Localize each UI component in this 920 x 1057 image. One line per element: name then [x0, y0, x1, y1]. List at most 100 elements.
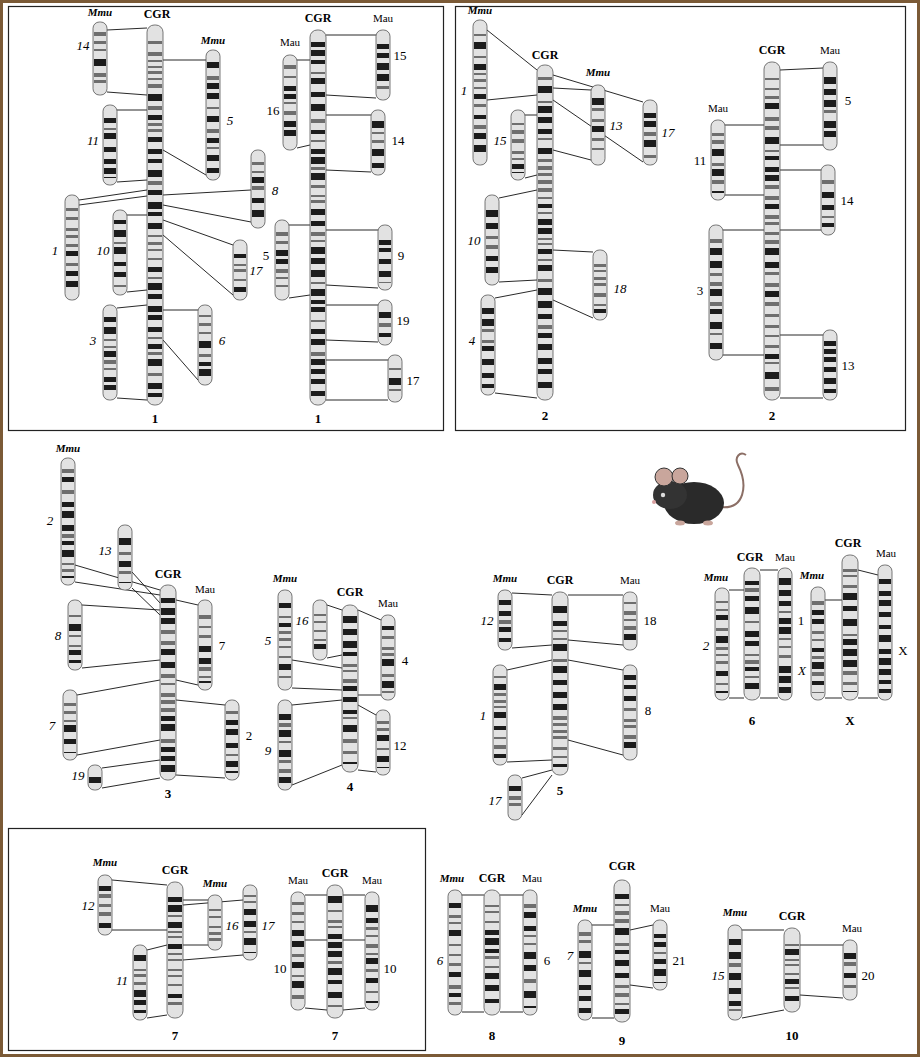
mouse-tail	[720, 454, 746, 508]
chromosome-band	[745, 654, 759, 656]
chromosome-body	[715, 588, 729, 700]
chromosome-body	[98, 875, 112, 935]
chromosome-band	[765, 387, 779, 391]
chromosome-band	[311, 173, 325, 180]
chromosome-band	[765, 291, 779, 297]
chromosome-band	[745, 667, 759, 671]
chromosome-band	[119, 561, 131, 567]
chromosome-band	[168, 953, 182, 955]
chromosome-band	[579, 985, 591, 990]
chromosome-band	[716, 683, 728, 685]
chromosome-body	[484, 890, 500, 1015]
homology-line	[358, 695, 381, 696]
species-label: Mmu	[273, 573, 297, 584]
chromosome-band	[279, 623, 291, 627]
chromosome-band	[785, 973, 799, 975]
chromosome-band	[209, 916, 221, 918]
chromosome-band	[94, 41, 106, 44]
chromosome-band	[644, 155, 656, 158]
chromosome-band	[168, 936, 182, 938]
chromosome-band	[745, 596, 759, 601]
chromosome-body	[388, 355, 402, 402]
chromosome-band	[843, 691, 857, 692]
chromosome-band	[624, 719, 636, 722]
chromosome-band	[494, 693, 506, 696]
chromosome-band	[843, 575, 857, 577]
chromosome-band	[765, 283, 779, 287]
chromosome-band	[311, 167, 325, 170]
chromosome-band	[524, 935, 536, 937]
chromosome-band	[538, 166, 552, 170]
chromosome-band	[148, 129, 162, 132]
chromosome-band	[99, 923, 111, 928]
chromosome-band	[615, 973, 629, 978]
chromosome-band	[812, 601, 824, 605]
homology-line	[112, 880, 167, 885]
chromosome-band	[99, 912, 111, 916]
chromosome-band	[311, 221, 325, 226]
chromosome	[878, 565, 892, 700]
chromosome-band	[509, 786, 521, 791]
chromosome-band	[844, 985, 856, 988]
panel-frame	[456, 7, 906, 431]
homology-line	[568, 740, 623, 755]
chromosome-band	[615, 894, 629, 899]
homology-line	[553, 88, 591, 90]
chromosome-band	[624, 742, 636, 748]
chromosome-band	[199, 626, 211, 628]
chromosome-band	[104, 128, 116, 130]
chromosome-band	[822, 216, 834, 218]
chromosome-band	[199, 615, 211, 619]
chromosome-band	[716, 691, 728, 693]
chromosome-body	[167, 882, 183, 1018]
homology-line	[77, 740, 160, 755]
chromosome-band	[66, 228, 78, 231]
chromosome-band	[729, 973, 741, 980]
chromosome-band	[594, 283, 606, 286]
chromosome-band	[66, 208, 78, 211]
chromosome-band	[284, 111, 296, 115]
chromosome-band	[64, 720, 76, 722]
chromosome-band	[524, 926, 536, 931]
homology-line	[292, 660, 342, 668]
chromosome-band	[824, 389, 836, 393]
chromosome-band	[474, 125, 486, 129]
homology-line	[163, 205, 251, 222]
chromosome-number: 17	[662, 126, 675, 139]
chromosome-band	[311, 300, 325, 304]
chromosome-band	[879, 600, 891, 606]
chromosome-band	[843, 634, 857, 636]
chromosome-number: 7	[567, 949, 574, 962]
chromosome-band	[716, 661, 728, 664]
homology-line	[858, 698, 878, 699]
chromosome-band	[148, 315, 162, 320]
chromosome-band	[765, 196, 779, 200]
chromosome-band	[199, 323, 211, 326]
chromosome-band	[148, 149, 162, 154]
chromosome-band	[512, 172, 524, 173]
chromosome-band	[494, 712, 506, 718]
chromosome-band	[311, 352, 325, 356]
chromosome-band	[538, 301, 552, 308]
chromosome-band	[812, 692, 824, 693]
chromosome-band	[276, 277, 288, 279]
homology-line	[525, 175, 537, 178]
chromosome-band	[279, 723, 291, 727]
chromosome-band	[524, 912, 536, 918]
chromosome-band	[62, 511, 74, 518]
chromosome-band	[765, 117, 779, 121]
chromosome-band	[449, 985, 461, 989]
chromosome-number: 1	[461, 84, 468, 97]
chromosome-band	[104, 133, 116, 139]
chromosome-band	[712, 163, 724, 166]
chromosome-band	[499, 638, 511, 642]
chromosome-band	[161, 747, 175, 752]
chromosome-body	[376, 710, 390, 775]
homology-line	[102, 760, 160, 768]
chromosome-band	[482, 340, 494, 343]
chromosome-number: 7	[49, 719, 56, 732]
homology-line	[163, 235, 233, 295]
chromosome-number: 4	[402, 654, 409, 667]
chromosome-band	[366, 958, 378, 964]
chromosome-band	[66, 271, 78, 276]
